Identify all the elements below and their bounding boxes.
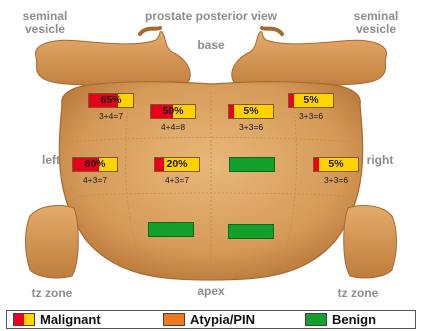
core-gleason-score: 4+4=8: [144, 122, 202, 132]
legend-label-benign: Benign: [332, 313, 376, 327]
core-percent-label: 65%: [89, 94, 133, 107]
core-percent-label: 5%: [229, 105, 273, 118]
core-malignant-8: 5%: [313, 157, 359, 172]
left-label: left: [36, 154, 66, 167]
core-malignant-1: 65%: [88, 93, 134, 108]
tz-zone-right-label: tz zone: [328, 287, 388, 300]
core-percent-label: 60%: [73, 158, 117, 171]
core-percent-label: 20%: [155, 158, 199, 171]
legend-swatch-malignant: [13, 313, 35, 326]
apex-label: apex: [188, 285, 234, 298]
core-benign-9: [148, 222, 194, 237]
core-malignant-4: 5%: [288, 93, 334, 108]
seminal-vesicle-left-label: seminal vesicle: [14, 10, 76, 36]
tz-zone-right-shape: [344, 206, 397, 278]
core-malignant-5: 60%: [72, 157, 118, 172]
tz-zone-left-label: tz zone: [22, 287, 82, 300]
core-gleason-score: 3+4=7: [82, 111, 140, 121]
legend-swatch-atypia: [163, 313, 185, 326]
core-gleason-score: 3+3=6: [222, 122, 280, 132]
core-percent-label: 5%: [314, 158, 358, 171]
core-percent-label: 5%: [289, 94, 333, 107]
seminal-vesicle-right-label: seminal vesicle: [345, 10, 407, 36]
diagram-title: prostate posterior view: [134, 10, 288, 23]
core-gleason-score: 4+3=7: [66, 175, 124, 185]
tz-zone-left-shape: [26, 206, 79, 278]
core-gleason-score: 3+3=6: [282, 111, 340, 121]
base-label: base: [188, 39, 234, 52]
core-benign-7: [229, 157, 275, 172]
core-gleason-score: 4+3=7: [148, 175, 206, 185]
seminal-vesicle-right-shape: [232, 28, 387, 90]
legend-swatch-benign: [305, 313, 327, 326]
right-label: right: [360, 154, 400, 167]
legend-label-atypia: Atypia/PIN: [190, 313, 255, 327]
legend: Malignant Atypia/PIN Benign: [6, 310, 416, 329]
core-malignant-2: 50%: [150, 104, 196, 119]
core-percent-label: 50%: [151, 105, 195, 118]
core-malignant-3: 5%: [228, 104, 274, 119]
legend-label-malignant: Malignant: [40, 313, 101, 327]
core-gleason-score: 3+3=6: [307, 175, 365, 185]
core-benign-10: [228, 224, 274, 239]
core-malignant-6: 20%: [154, 157, 200, 172]
seminal-vesicle-left-shape: [35, 28, 190, 90]
